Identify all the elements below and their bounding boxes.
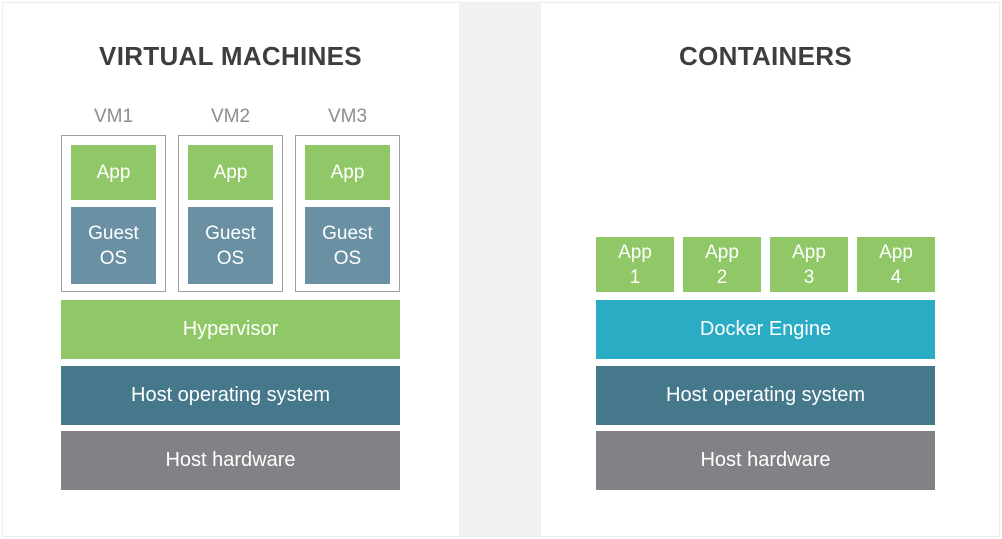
- container-apps-row: App 1 App 2 App 3 App 4: [596, 237, 935, 292]
- vm2-label: VM2: [210, 106, 251, 127]
- vm-column-1: VM1 App Guest OS: [61, 104, 166, 292]
- vm-column-2: VM2 App Guest OS: [178, 104, 283, 292]
- container-app-2-box: App 2: [683, 237, 761, 292]
- vm-panel: VIRTUAL MACHINES VM1 App Guest OS VM2 Ap…: [61, 0, 400, 539]
- container-app-4-box: App 4: [857, 237, 935, 292]
- vm3-box: App Guest OS: [295, 135, 400, 292]
- vm3-guest-os-box: Guest OS: [305, 207, 390, 284]
- vm1-guest-os-box: Guest OS: [71, 207, 156, 284]
- containers-host-os-bar: Host operating system: [596, 366, 935, 425]
- vm2-guest-os-box: Guest OS: [188, 207, 273, 284]
- container-app-1-box: App 1: [596, 237, 674, 292]
- vm1-label: VM1: [93, 106, 134, 127]
- vm1-app-box: App: [71, 145, 156, 200]
- vm2-box: App Guest OS: [178, 135, 283, 292]
- panel-divider: [459, 3, 541, 536]
- container-app-3-box: App 3: [770, 237, 848, 292]
- vm2-app-box: App: [188, 145, 273, 200]
- vm3-app-box: App: [305, 145, 390, 200]
- vm-host-os-bar: Host operating system: [61, 366, 400, 425]
- vm-column-3: VM3 App Guest OS: [295, 104, 400, 292]
- vm3-label: VM3: [327, 106, 368, 127]
- vm-host-hardware-bar: Host hardware: [61, 431, 400, 490]
- vm1-box: App Guest OS: [61, 135, 166, 292]
- containers-panel: CONTAINERS App 1 App 2 App 3 App 4 Docke…: [596, 0, 935, 539]
- containers-panel-title: CONTAINERS: [679, 41, 852, 71]
- vm-panel-title: VIRTUAL MACHINES: [99, 41, 362, 71]
- hypervisor-bar: Hypervisor: [61, 300, 400, 359]
- containers-host-hardware-bar: Host hardware: [596, 431, 935, 490]
- docker-engine-bar: Docker Engine: [596, 300, 935, 359]
